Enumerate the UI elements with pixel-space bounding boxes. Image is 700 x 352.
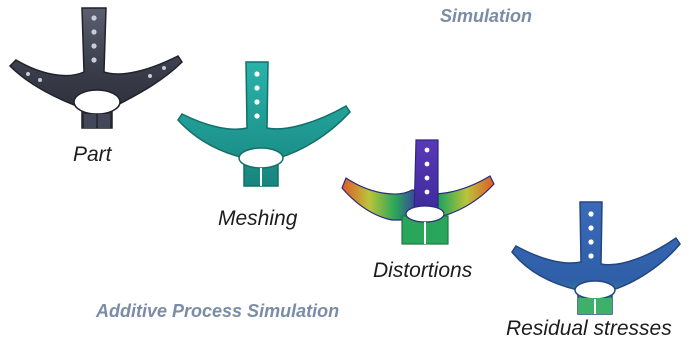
stage-label-distortions: Distortions (373, 259, 473, 282)
simulation-heading: Simulation (440, 6, 533, 26)
stage-label-meshing: Meshing (218, 207, 298, 230)
part-model (8, 7, 183, 129)
distortion-model (341, 139, 495, 245)
stage-label-residual-stresses: Residual stresses (506, 317, 672, 340)
residual-stress-model (511, 201, 681, 315)
mesh-model (177, 61, 351, 187)
stage-label-part: Part (73, 143, 112, 166)
additive-process-heading: Additive Process Simulation (96, 301, 340, 321)
